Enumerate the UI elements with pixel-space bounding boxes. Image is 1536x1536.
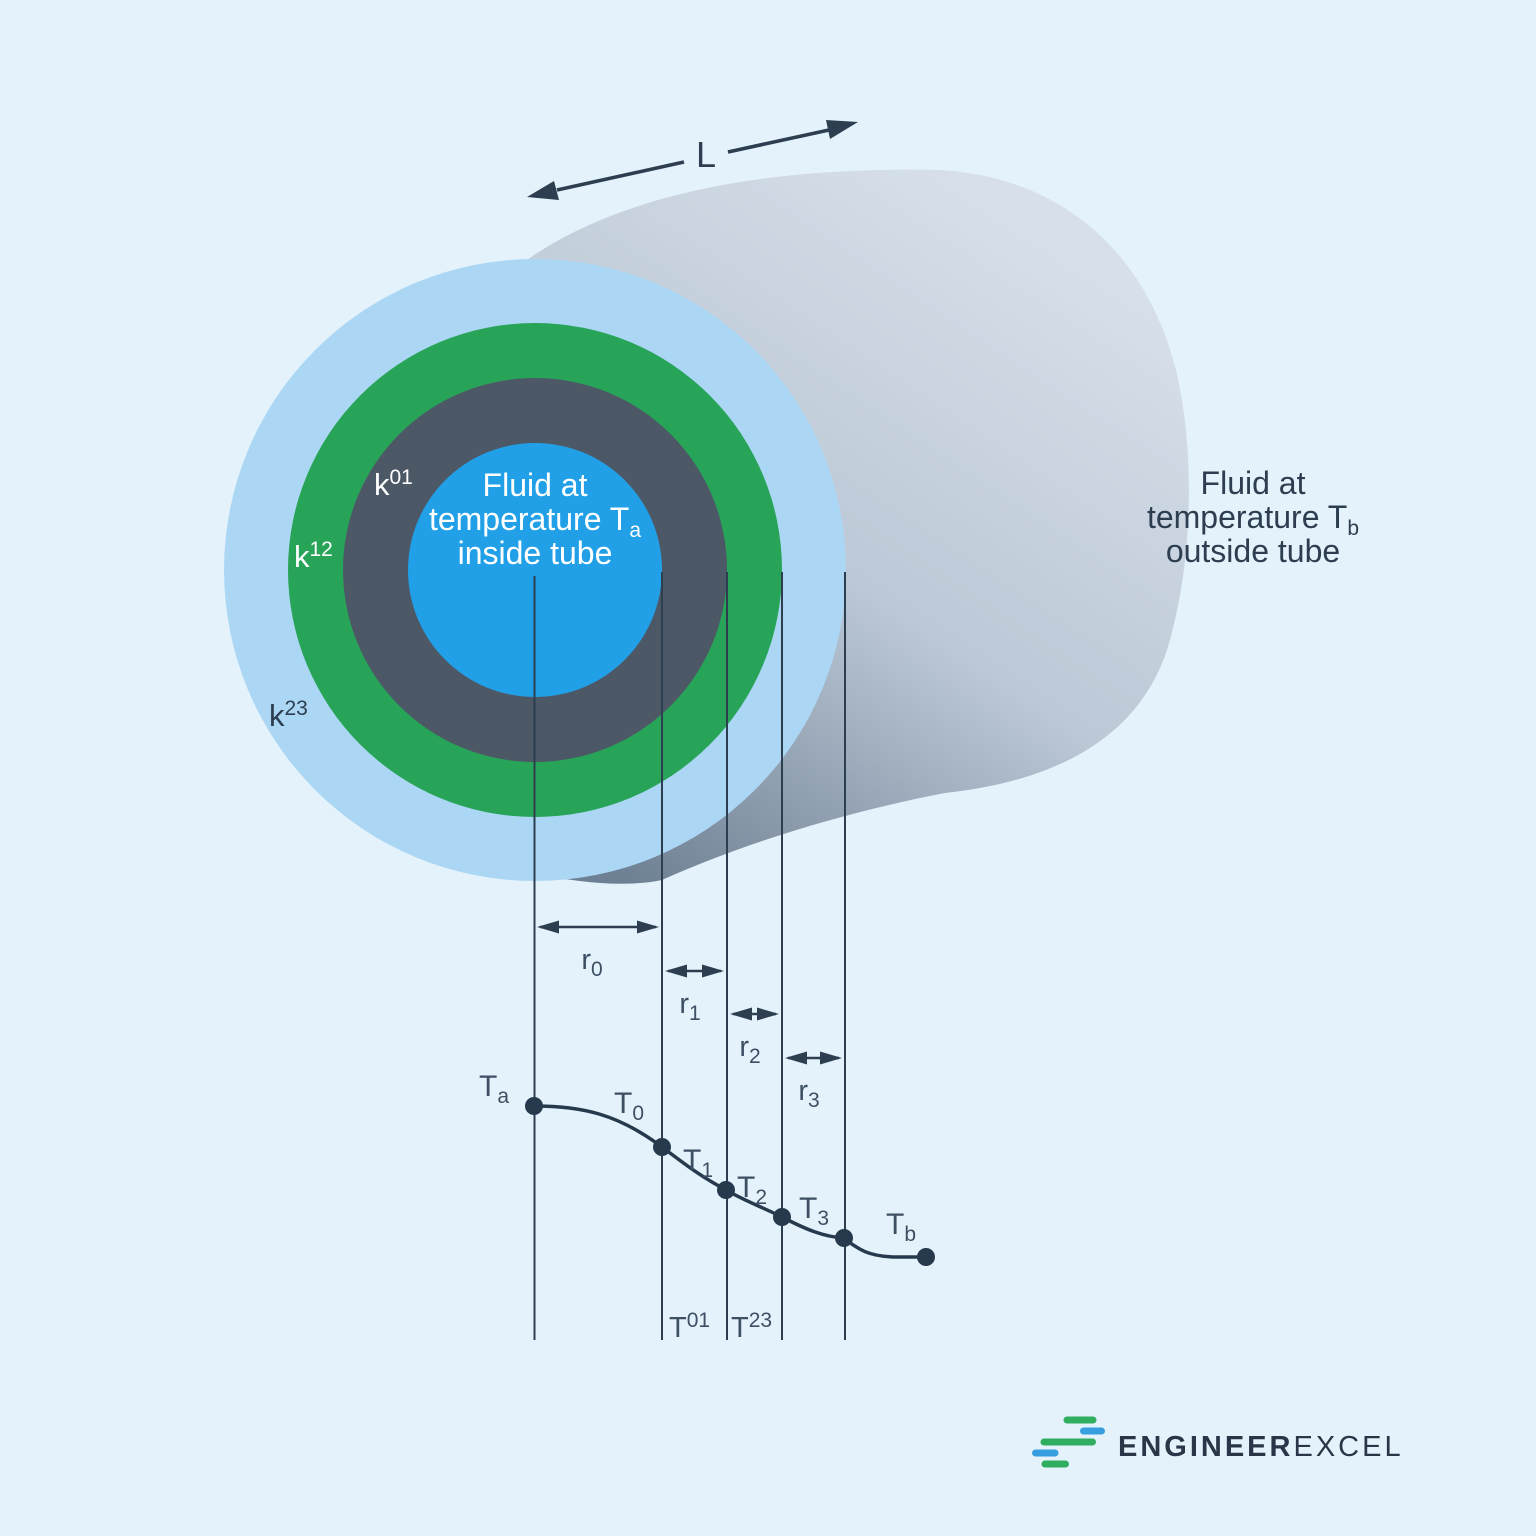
T3-label: T3 — [799, 1192, 829, 1230]
length-label: L — [696, 134, 716, 175]
length-arrowhead-left — [527, 181, 559, 200]
T2-label: T2 — [737, 1171, 767, 1209]
r0-dimension: r0 — [537, 920, 659, 981]
temperature-point-T2 — [773, 1208, 791, 1226]
T23-interface-label: T23 — [731, 1309, 772, 1344]
inner-fluid-caption-line1: Fluid at — [483, 467, 588, 503]
engineerexcel-logo: ENGINEEREXCEL — [1032, 1416, 1404, 1468]
temperature-point-Tb — [917, 1248, 935, 1266]
inner-fluid-caption-line2: temperature Ta — [429, 501, 641, 542]
temperature-point-T3 — [835, 1229, 853, 1247]
r3-label: r3 — [798, 1075, 819, 1112]
r2-dimension: r2 — [730, 1007, 779, 1068]
inner-fluid-caption-line3: inside tube — [458, 535, 613, 571]
r3-dimension: r3 — [785, 1051, 842, 1112]
logo-wordmark: ENGINEEREXCEL — [1118, 1431, 1404, 1463]
outer-fluid-caption-line2: temperature Tb — [1147, 499, 1359, 540]
T01-interface-label: T01 — [669, 1309, 710, 1344]
length-arrowhead-right — [826, 120, 858, 139]
k12-label: k12 — [294, 538, 333, 574]
Tb-label: Tb — [886, 1208, 916, 1246]
r1-label: r1 — [679, 988, 700, 1025]
T0-label: T0 — [614, 1087, 644, 1125]
logo-bars-icon — [1032, 1416, 1105, 1468]
r0-label: r0 — [581, 944, 602, 981]
Ta-label: Ta — [479, 1070, 509, 1108]
outer-fluid-caption-line3: outside tube — [1166, 533, 1340, 569]
inner-fluid-circle — [408, 443, 662, 697]
k01-label: k01 — [374, 466, 413, 502]
r2-label: r2 — [739, 1031, 760, 1068]
temperature-point-Ta — [525, 1097, 543, 1115]
temperature-point-T0 — [653, 1138, 671, 1156]
k23-label: k23 — [269, 697, 308, 733]
length-dimension: L — [527, 120, 858, 200]
outer-fluid-caption-line1: Fluid at — [1201, 465, 1306, 501]
r1-dimension: r1 — [665, 964, 724, 1025]
temperature-point-T1 — [717, 1181, 735, 1199]
T1-label: T1 — [683, 1144, 713, 1182]
